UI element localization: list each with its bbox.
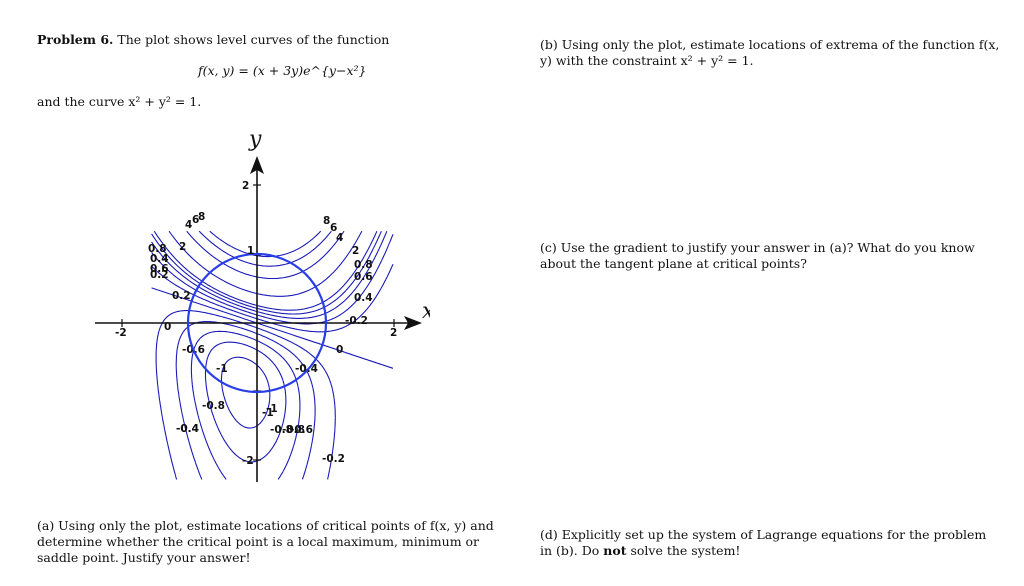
contour-label: -0.2 [322, 453, 345, 465]
contour-label: 2 [179, 241, 186, 253]
contour-label: -0.2 [345, 315, 368, 327]
contour-label: 0.8 [354, 259, 373, 271]
curve-definition: and the curve x² + y² = 1. [37, 94, 202, 109]
part-d-post: solve the system! [630, 543, 741, 558]
x-axis-label: x [422, 299, 430, 324]
contour-label: 0.6 [354, 271, 373, 283]
contour-label: 0.6 [150, 263, 169, 275]
part-d-bold: not [603, 543, 627, 558]
problem-heading: Problem 6. [37, 32, 114, 47]
level-curve [155, 310, 336, 480]
x-axis-arrow [404, 316, 422, 330]
level-curve [151, 230, 382, 315]
level-curve [204, 341, 287, 463]
tick-label-y-neg: -2 [242, 455, 254, 467]
contour-label: -0.4 [295, 363, 318, 375]
function-definition: f(x, y) = (x + 3y)e^{y−x²} [198, 63, 367, 78]
problem-intro-text: The plot shows level curves of the funct… [117, 32, 390, 47]
contour-label: 4 [336, 232, 343, 244]
y-axis-label: y [248, 127, 262, 152]
contour-label: -0.8 [202, 400, 225, 412]
contour-label: -0.4 [176, 423, 199, 435]
contour-label: 4 [185, 219, 192, 231]
contour-label: 6 [192, 214, 199, 226]
contour-label: -0.6 [290, 424, 313, 436]
contour-label: 0.2 [150, 269, 169, 281]
part-a: (a) Using only the plot, estimate locati… [37, 518, 494, 565]
contour-label: -0.8 [270, 424, 293, 436]
contour-label: -0.8 [282, 424, 305, 436]
contour-label: 0 [164, 321, 171, 333]
tick-label-y-one: 1 [247, 245, 254, 257]
contour-label: 0 [336, 344, 343, 356]
contour-label: 6 [330, 222, 337, 234]
level-curve [151, 234, 394, 325]
tick-label-x-pos: 2 [390, 327, 397, 339]
level-curve [168, 230, 363, 297]
level-curve [186, 230, 345, 280]
y-axis-arrow [250, 156, 264, 174]
part-d: (d) Explicitly set up the system of Lagr… [540, 527, 1000, 559]
contour-label: 0.4 [354, 292, 373, 304]
level-curve [220, 356, 271, 429]
tick-label-y-pos: 2 [242, 180, 249, 192]
level-curve [151, 287, 394, 369]
part-d-pre: (d) Explicitly set up the system of Lagr… [540, 527, 987, 558]
part-c: (c) Use the gradient to justify your ans… [540, 240, 975, 271]
contour-label: 8 [323, 215, 330, 227]
constraint-circle [186, 252, 328, 394]
contour-label: 0.4 [150, 253, 169, 265]
level-curve [151, 263, 394, 333]
contour-label: 8 [198, 211, 205, 223]
contour-label: -0.4 [176, 423, 199, 435]
tick-label-y-negone: -1 [262, 407, 274, 419]
problem-intro: Problem 6. The plot shows level curves o… [37, 32, 389, 48]
contour-label: 0.8 [148, 243, 167, 255]
contour-label: 0.2 [172, 290, 191, 302]
part-b: (b) Using only the plot, estimate locati… [540, 37, 1000, 68]
tick-label-x-neg: -2 [115, 327, 127, 339]
contour-label: -1 [216, 363, 228, 375]
contour-label: 2 [352, 245, 359, 257]
contour-label: -1 [266, 403, 278, 415]
